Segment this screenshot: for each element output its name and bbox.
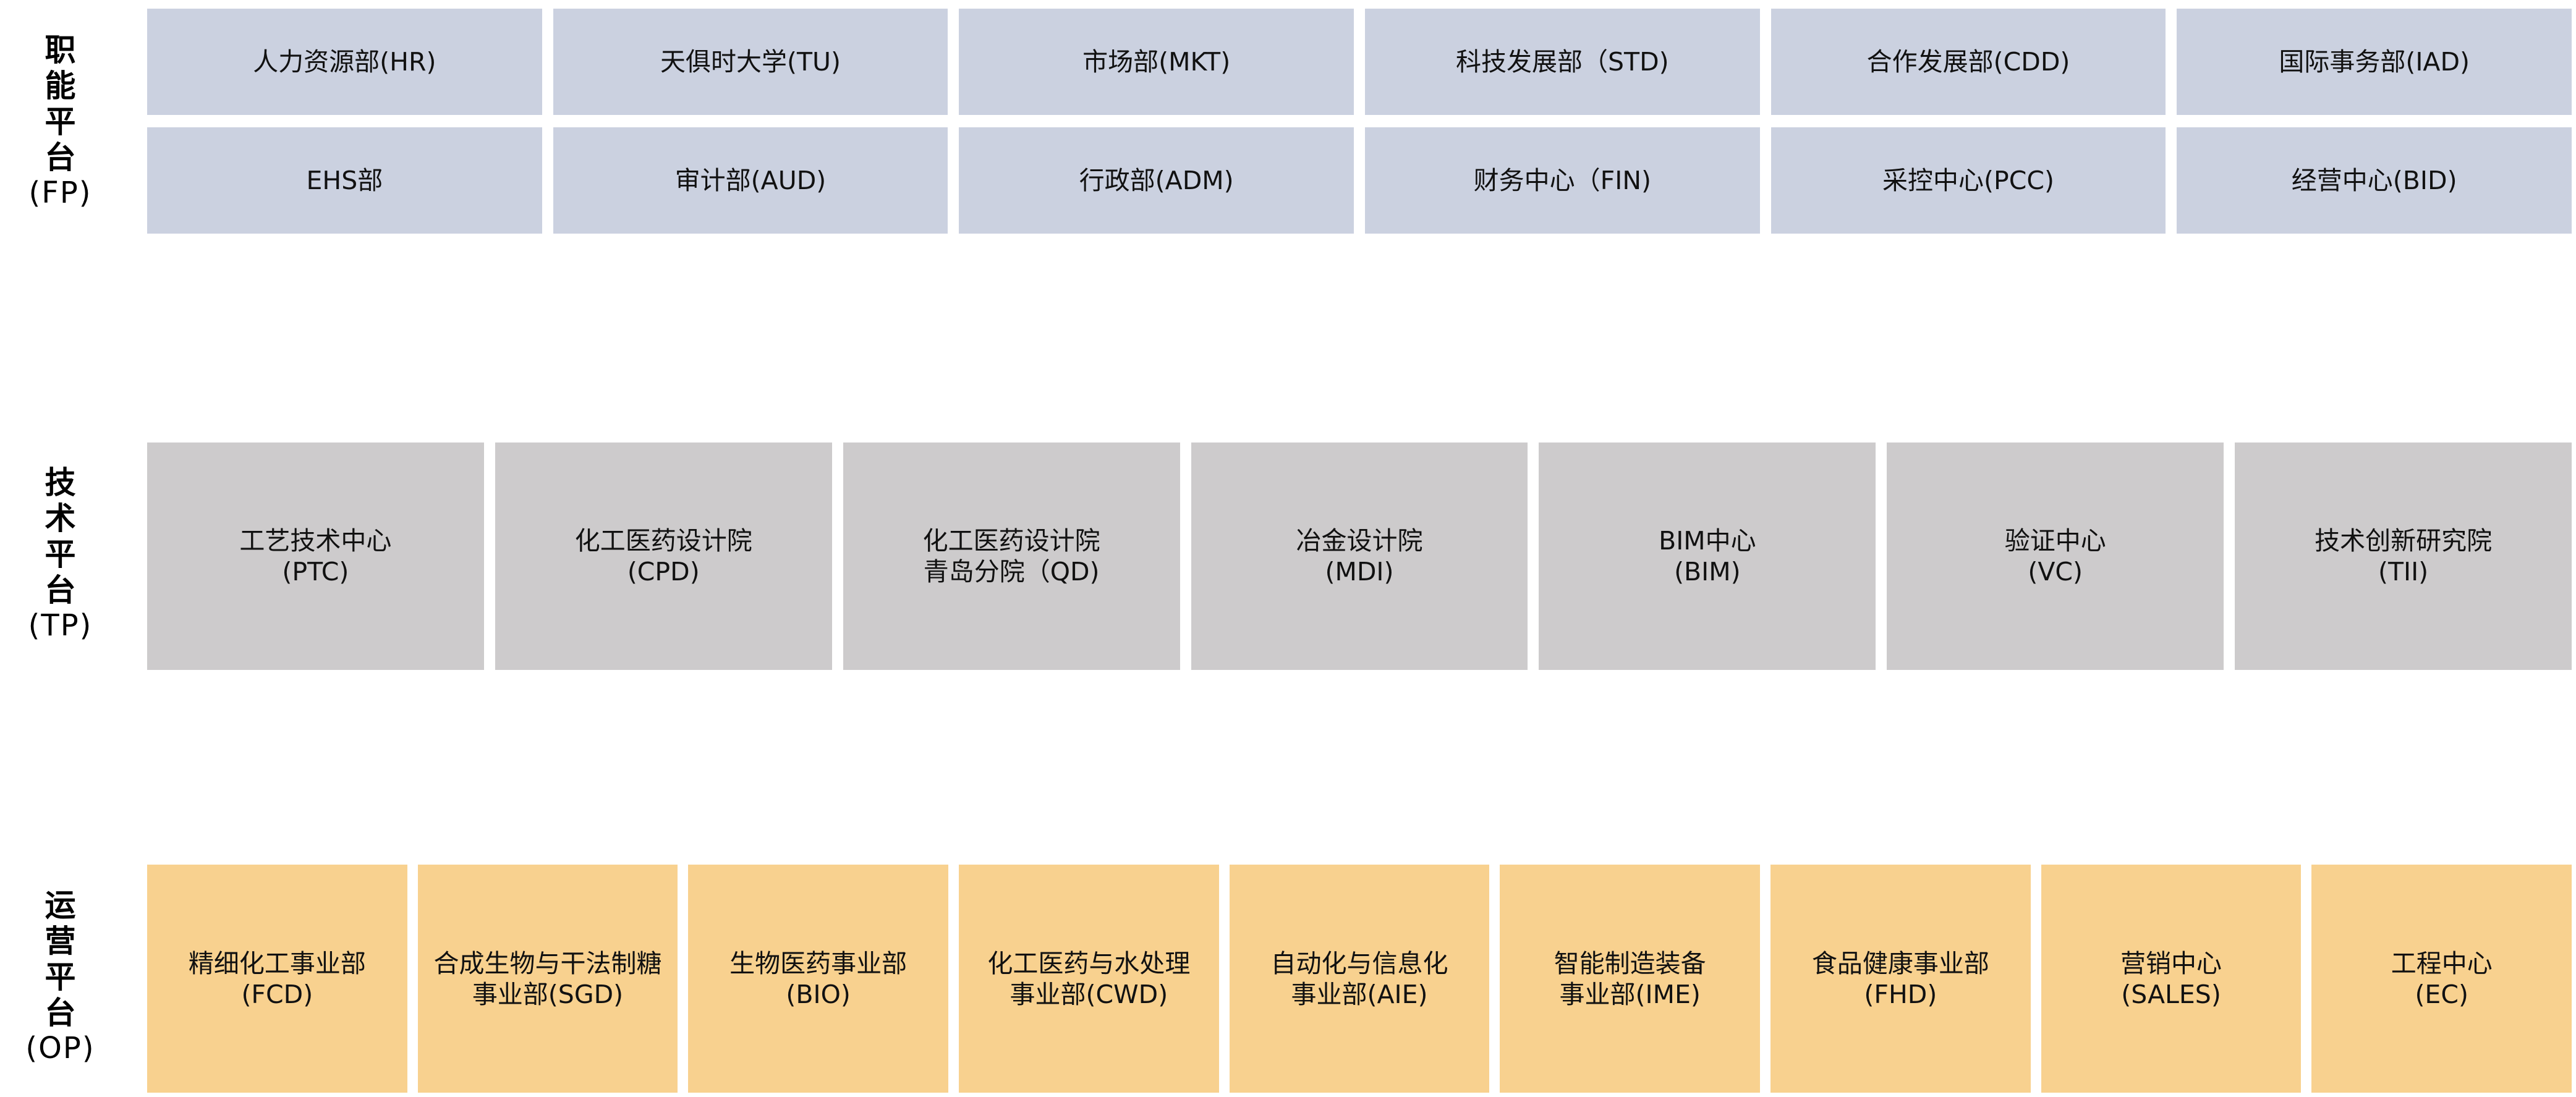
unit-label: 工艺技术中心: [239, 526, 392, 556]
unit-bid[interactable]: 经营中心(BID): [2177, 127, 2572, 234]
unit-tu[interactable]: 天俱时大学(TU): [553, 9, 948, 115]
operational-platform-label: 运 营 平 台 (OP): [19, 887, 102, 1063]
unit-qd[interactable]: 化工医药设计院青岛分院（QD): [843, 443, 1180, 670]
unit-code: (FHD): [1864, 979, 1937, 1009]
unit-label: 科技发展部（STD): [1456, 47, 1669, 77]
unit-code: (EC): [2415, 979, 2468, 1009]
operational-platform-row: 精细化工事业部(FCD) 合成生物与干法制糖事业部(SGD) 生物医药事业部(B…: [147, 865, 2572, 1093]
label-char: 平: [45, 536, 76, 572]
unit-label: 技术创新研究院: [2315, 526, 2493, 556]
unit-cwd[interactable]: 化工医药与水处理事业部(CWD): [959, 865, 1219, 1093]
unit-label: 营销中心: [2120, 948, 2222, 978]
technical-platform-row: 工艺技术中心(PTC) 化工医药设计院(CPD) 化工医药设计院青岛分院（QD)…: [147, 443, 2572, 670]
unit-sgd[interactable]: 合成生物与干法制糖事业部(SGD): [417, 865, 678, 1093]
unit-code: (PTC): [282, 557, 349, 587]
unit-code: (CPD): [627, 557, 700, 587]
unit-label: EHS部: [306, 166, 383, 195]
label-char: 台: [45, 995, 76, 1031]
unit-label: 人力资源部(HR): [253, 47, 436, 77]
unit-label: 市场部(MKT): [1082, 47, 1231, 77]
platform-code: (TP): [28, 608, 93, 643]
unit-fin[interactable]: 财务中心（FIN): [1365, 127, 1760, 234]
label-char: 平: [45, 959, 76, 995]
unit-code: 事业部(AIE): [1291, 979, 1428, 1009]
label-char: 运: [45, 887, 76, 923]
functional-platform-row-1: 人力资源部(HR) 天俱时大学(TU) 市场部(MKT) 科技发展部（STD) …: [147, 9, 2572, 115]
unit-fhd[interactable]: 食品健康事业部(FHD): [1770, 865, 2031, 1093]
unit-code: (TII): [2378, 557, 2429, 587]
unit-code: (BIM): [1674, 557, 1741, 587]
label-char: 台: [45, 572, 76, 608]
functional-platform-label: 职 能 平 台 (FP): [19, 32, 102, 208]
unit-label: 国际事务部(IAD): [2279, 47, 2470, 77]
unit-ime[interactable]: 智能制造装备事业部(IME): [1500, 865, 1761, 1093]
unit-code: (SALES): [2121, 979, 2221, 1009]
platform-code: (OP): [25, 1031, 95, 1065]
unit-label: 自动化与信息化: [1270, 948, 1448, 978]
unit-label: 食品健康事业部: [1811, 948, 1989, 978]
label-char: 能: [45, 68, 76, 104]
unit-fcd[interactable]: 精细化工事业部(FCD): [147, 865, 407, 1093]
unit-mkt[interactable]: 市场部(MKT): [959, 9, 1354, 115]
unit-aud[interactable]: 审计部(AUD): [553, 127, 948, 234]
unit-adm[interactable]: 行政部(ADM): [959, 127, 1354, 234]
unit-cdd[interactable]: 合作发展部(CDD): [1770, 9, 2166, 115]
unit-bim[interactable]: BIM中心(BIM): [1539, 443, 1876, 670]
unit-code: (MDI): [1325, 557, 1394, 587]
unit-bio[interactable]: 生物医药事业部(BIO): [688, 865, 949, 1093]
unit-label: 生物医药事业部: [729, 948, 908, 978]
unit-label: 天俱时大学(TU): [660, 47, 841, 77]
unit-label: 行政部(ADM): [1079, 166, 1234, 195]
unit-label: 审计部(AUD): [674, 166, 827, 195]
unit-label: 化工医药设计院: [574, 526, 752, 556]
unit-label: 采控中心(PCC): [1882, 166, 2055, 195]
unit-code: 事业部(CWD): [1010, 979, 1168, 1009]
unit-label: 化工医药与水处理: [987, 948, 1191, 978]
unit-label: 冶金设计院: [1296, 526, 1423, 556]
unit-label: 验证中心: [2004, 526, 2106, 556]
unit-label: 合作发展部(CDD): [1866, 47, 2070, 77]
unit-ec[interactable]: 工程中心(EC): [2311, 865, 2572, 1093]
functional-platform-row-2: EHS部 审计部(AUD) 行政部(ADM) 财务中心（FIN) 采控中心(PC…: [147, 127, 2572, 234]
unit-code: (FCD): [241, 979, 313, 1009]
unit-label: 化工医药设计院: [922, 526, 1100, 556]
unit-hr[interactable]: 人力资源部(HR): [147, 9, 542, 115]
unit-cpd[interactable]: 化工医药设计院(CPD): [495, 443, 832, 670]
unit-mdi[interactable]: 冶金设计院(MDI): [1191, 443, 1528, 670]
label-char: 台: [45, 140, 76, 176]
unit-std[interactable]: 科技发展部（STD): [1365, 9, 1760, 115]
unit-label: BIM中心: [1659, 526, 1756, 556]
unit-pcc[interactable]: 采控中心(PCC): [1770, 127, 2166, 234]
label-char: 技: [45, 465, 76, 501]
unit-code: (BIO): [786, 979, 851, 1009]
unit-code: 事业部(IME): [1559, 979, 1701, 1009]
unit-vc[interactable]: 验证中心(VC): [1887, 443, 2224, 670]
unit-label: 工程中心: [2391, 948, 2493, 978]
unit-label: 合成生物与干法制糖: [433, 948, 662, 978]
unit-code: (VC): [2028, 557, 2083, 587]
label-char: 职: [45, 32, 76, 68]
label-char: 营: [45, 923, 76, 959]
unit-code: 事业部(SGD): [472, 979, 624, 1009]
unit-aie[interactable]: 自动化与信息化事业部(AIE): [1229, 865, 1490, 1093]
technical-platform-label: 技 术 平 台 (TP): [19, 465, 102, 640]
unit-label: 财务中心（FIN): [1473, 166, 1652, 195]
label-char: 术: [45, 501, 76, 536]
unit-label: 经营中心(BID): [2291, 166, 2457, 195]
unit-ehs[interactable]: EHS部: [147, 127, 542, 234]
unit-label: 精细化工事业部: [188, 948, 366, 978]
unit-sales[interactable]: 营销中心(SALES): [2041, 865, 2302, 1093]
platform-code: (FP): [28, 176, 92, 210]
unit-ptc[interactable]: 工艺技术中心(PTC): [147, 443, 484, 670]
unit-tii[interactable]: 技术创新研究院(TII): [2235, 443, 2572, 670]
unit-iad[interactable]: 国际事务部(IAD): [2177, 9, 2572, 115]
unit-label: 智能制造装备: [1554, 948, 1706, 978]
unit-code: 青岛分院（QD): [923, 557, 1100, 587]
label-char: 平: [45, 104, 76, 140]
